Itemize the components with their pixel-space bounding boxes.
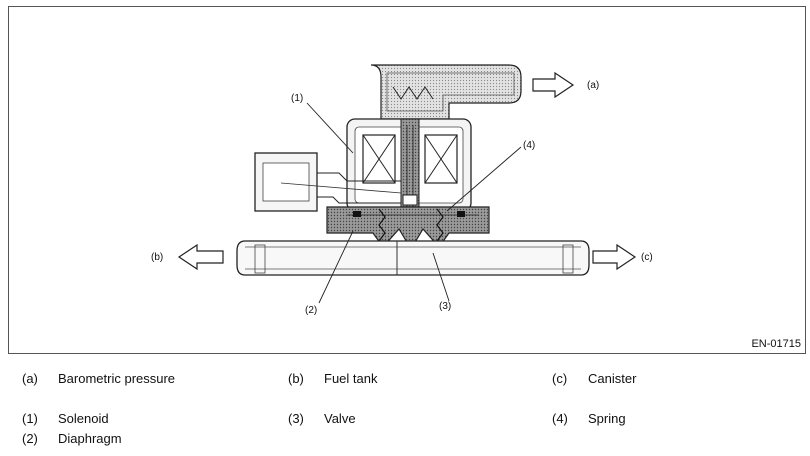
lower-pipe — [236, 240, 590, 276]
arrow-barometric — [532, 71, 575, 99]
callout-1: (1) — [291, 93, 303, 104]
legend-name: Spring — [588, 411, 626, 426]
legend-code: (2) — [22, 431, 38, 446]
diaphragm-chamber — [326, 194, 490, 251]
arrow-canister — [592, 243, 637, 271]
leader-lines — [306, 102, 522, 304]
legend-name: Barometric pressure — [58, 371, 176, 386]
solenoid-coil-left — [362, 134, 396, 184]
callout-a: (a) — [587, 80, 599, 91]
legend-name: Diaphragm — [58, 431, 122, 446]
legend-code: (c) — [552, 371, 568, 386]
figure-id: EN-01715 — [751, 338, 801, 350]
valve-cross-section-figure: (a) (b) (c) (1) (2) (3) (4) EN-01715 — [8, 6, 806, 354]
callout-b: (b) — [151, 252, 163, 263]
callout-4: (4) — [523, 140, 535, 151]
solenoid-coil-right — [424, 134, 458, 184]
legend-name: Canister — [588, 371, 637, 386]
legend-name: Valve — [324, 411, 356, 426]
callout-2: (2) — [305, 305, 317, 316]
legend-code: (1) — [22, 411, 38, 426]
top-nozzle — [370, 64, 522, 120]
legend-code: (a) — [22, 371, 38, 386]
legend-name: Fuel tank — [324, 371, 378, 386]
arrow-fuel-tank — [177, 243, 224, 271]
legend-code: (4) — [552, 411, 568, 426]
electrical-connector — [254, 152, 402, 212]
valve-diagram: (a) (b) (c) (1) (2) (3) (4) — [151, 64, 653, 316]
legend-name: Solenoid — [58, 411, 109, 426]
legend-code: (3) — [288, 411, 304, 426]
callout-c: (c) — [641, 252, 653, 263]
callout-3: (3) — [439, 301, 451, 312]
legend-code: (b) — [288, 371, 304, 386]
